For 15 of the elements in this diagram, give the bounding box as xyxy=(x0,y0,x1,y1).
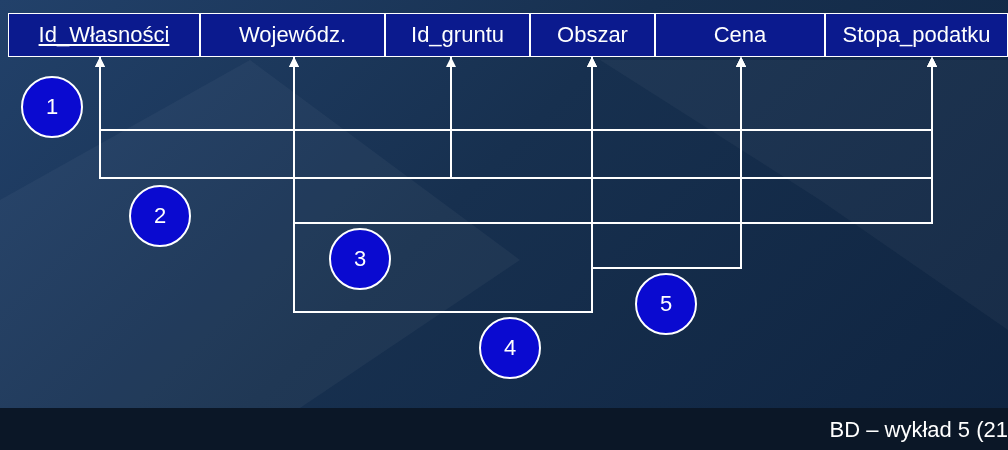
number-circle: 1 xyxy=(21,76,83,138)
table-header-cell: Cena xyxy=(655,13,825,57)
number-circle: 2 xyxy=(129,185,191,247)
table-header-cell: Id_Własności xyxy=(8,13,200,57)
footer-text: BD – wykład 5 (21 xyxy=(829,417,1008,443)
dependency-arrow xyxy=(591,56,746,269)
dependency-arrow xyxy=(293,56,937,224)
number-circle: 5 xyxy=(635,273,697,335)
dependency-arrow xyxy=(289,56,593,313)
table-header-cell: Obszar xyxy=(530,13,655,57)
number-circle: 3 xyxy=(329,228,391,290)
table-header-cell: Id_gruntu xyxy=(385,13,530,57)
table-header-cell: Stopa_podatku xyxy=(825,13,1008,57)
number-circle: 4 xyxy=(479,317,541,379)
table-header-cell: Wojewódz. xyxy=(200,13,385,57)
